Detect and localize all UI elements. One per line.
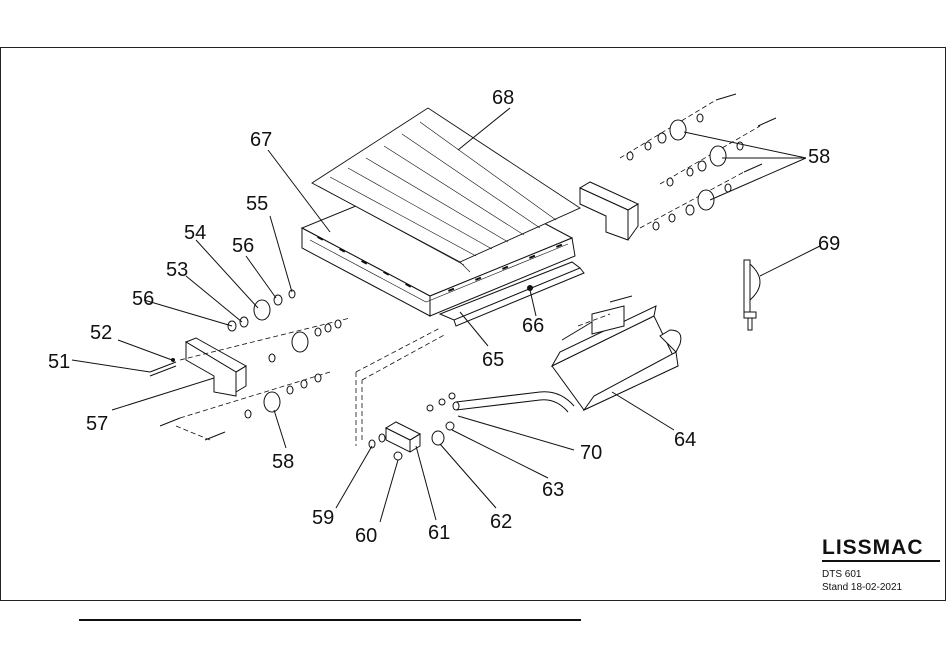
- callout-57: 57: [86, 413, 108, 435]
- side-tray: [552, 296, 681, 410]
- callout-54: 54: [184, 222, 206, 244]
- callout-66: 66: [522, 315, 544, 337]
- callout-58b: 58: [808, 146, 830, 168]
- callout-70: 70: [580, 442, 602, 464]
- lower-mount: [356, 285, 533, 460]
- right-bracket: [580, 182, 638, 240]
- brand-logo: LISSMAC: [822, 537, 944, 559]
- callout-52: 52: [90, 322, 112, 344]
- callout-59: 59: [312, 507, 334, 529]
- callout-67: 67: [250, 129, 272, 151]
- revision-label: Stand 18-02-2021: [822, 581, 944, 594]
- callout-53: 53: [166, 259, 188, 281]
- tray-tube: [453, 392, 574, 412]
- callout-51: 51: [48, 351, 70, 373]
- callout-63: 63: [542, 479, 564, 501]
- callout-62: 62: [490, 511, 512, 533]
- model-label: DTS 601: [822, 568, 944, 581]
- callout-60: 60: [355, 525, 377, 547]
- callout-69: 69: [818, 233, 840, 255]
- callout-65: 65: [482, 349, 504, 371]
- part-69-bracket: [744, 260, 760, 330]
- callout-61: 61: [428, 522, 450, 544]
- right-bolts-and-rollers: [620, 94, 776, 230]
- brand-underline: [822, 560, 940, 562]
- title-block: LISSMAC DTS 601 Stand 18-02-2021: [822, 537, 944, 594]
- left-bracket: [186, 338, 246, 396]
- callout-58a: 58: [272, 451, 294, 473]
- callout-68: 68: [492, 87, 514, 109]
- left-bolts-and-rollers: [150, 290, 350, 440]
- footer-rule: [79, 619, 581, 621]
- callout-56a: 56: [232, 235, 254, 257]
- callout-55: 55: [246, 193, 268, 215]
- callout-64: 64: [674, 429, 696, 451]
- callout-56b: 56: [132, 288, 154, 310]
